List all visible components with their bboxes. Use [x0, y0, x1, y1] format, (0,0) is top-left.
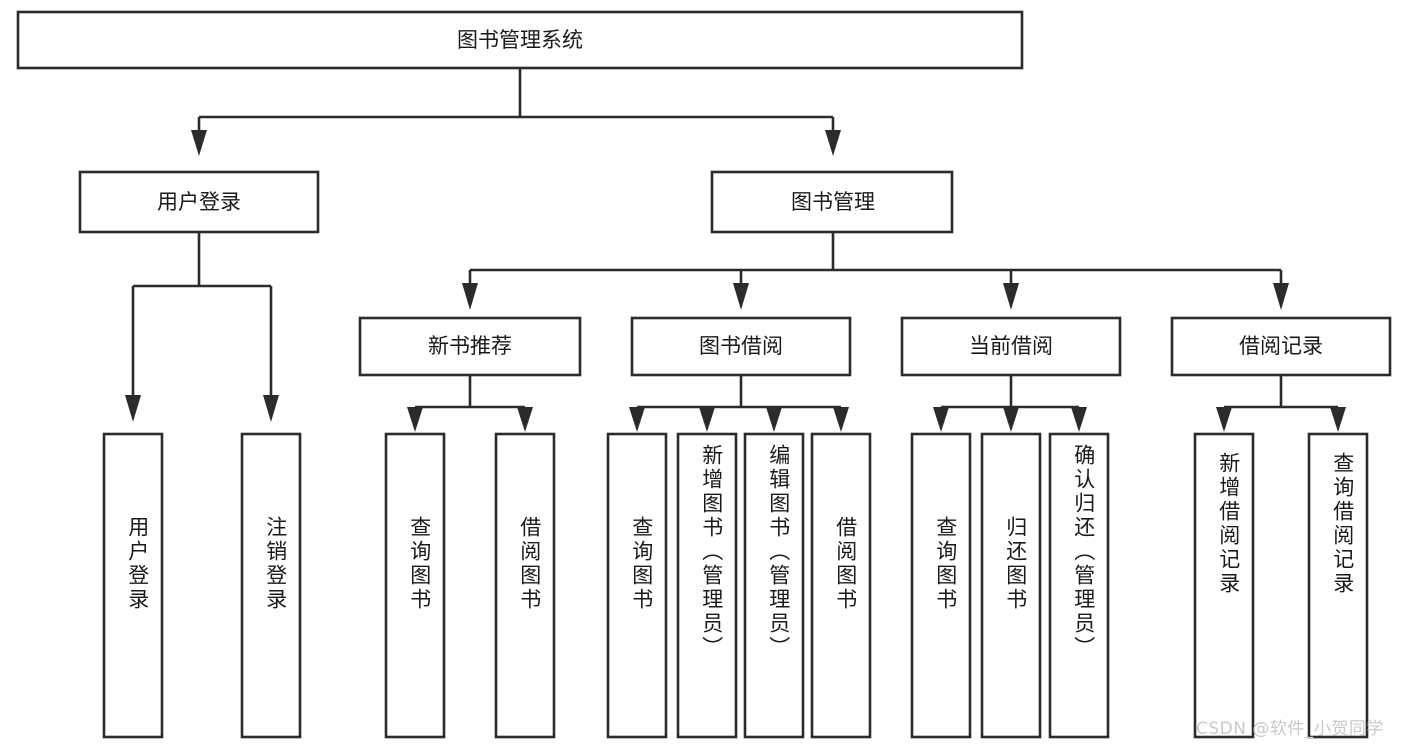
- node-box-leaf-add-record[interactable]: [1193, 432, 1255, 739]
- arrow-head-icon: [125, 395, 141, 422]
- node-label-current-borrow: 当前借阅: [969, 334, 1053, 358]
- node-box-current-borrow[interactable]: [900, 316, 1122, 377]
- arrow-head-icon: [1273, 283, 1289, 310]
- node-label-book-borrow: 图书借阅: [699, 334, 783, 358]
- arrow-head-icon: [407, 407, 423, 432]
- arrow-head-icon: [933, 407, 949, 432]
- arrow-head-icon: [1330, 407, 1346, 432]
- arrow-head-icon: [1003, 407, 1019, 432]
- node-box-new-book-recommend[interactable]: [358, 316, 582, 377]
- connectors-userlogin-to-leaves: [125, 232, 279, 422]
- node-box-leaf-query-record[interactable]: [1307, 432, 1369, 739]
- arrow-head-icon: [766, 407, 782, 432]
- connectors-borrowrecord-to-leaves: [1216, 375, 1346, 432]
- node-box-leaf-logout[interactable]: [240, 432, 302, 739]
- connectors-newbook-to-leaves: [407, 375, 533, 432]
- connectors-bookmgmt-to-level3: [462, 232, 1289, 310]
- node-box-book-borrow[interactable]: [630, 316, 852, 377]
- connectors-root-to-level2: [191, 68, 841, 156]
- arrow-head-icon: [462, 283, 478, 310]
- connectors-currentborrow-to-leaves: [933, 375, 1087, 432]
- csdn-watermark: CSDN @软件_小贺同学: [1196, 719, 1384, 739]
- arrow-head-icon: [833, 407, 849, 432]
- arrow-head-icon: [1216, 407, 1232, 432]
- node-box-leaf-user-login[interactable]: [102, 432, 164, 739]
- arrow-head-icon: [825, 130, 841, 156]
- arrow-head-icon: [1071, 407, 1087, 432]
- node-box-leaf-borrow-book-2[interactable]: [810, 432, 872, 739]
- arrow-head-icon: [733, 283, 749, 310]
- node-box-leaf-query-book-3[interactable]: [910, 432, 972, 739]
- arrow-head-icon: [191, 130, 207, 156]
- node-box-user-login[interactable]: [78, 170, 320, 234]
- node-label-new-book-recommend: 新书推荐: [428, 334, 512, 358]
- node-box-leaf-borrow-book-1[interactable]: [494, 432, 556, 739]
- node-label-book-management: 图书管理: [791, 190, 875, 214]
- node-box-borrow-record[interactable]: [1170, 316, 1392, 377]
- arrow-head-icon: [699, 407, 715, 432]
- arrow-head-icon: [1003, 283, 1019, 310]
- arrow-head-icon: [517, 407, 533, 432]
- node-box-book-management[interactable]: [710, 170, 954, 234]
- node-label-user-login: 用户登录: [157, 190, 241, 214]
- node-box-leaf-query-book-2[interactable]: [606, 432, 668, 739]
- node-box-leaf-query-book-1[interactable]: [384, 432, 446, 739]
- connectors-bookborrow-to-leaves: [629, 375, 849, 432]
- arrow-head-icon: [629, 407, 645, 432]
- node-box-leaf-confirm-return[interactable]: [1048, 432, 1110, 739]
- node-label-borrow-record: 借阅记录: [1239, 334, 1323, 358]
- node-box-root[interactable]: [16, 10, 1024, 70]
- node-box-leaf-return-book[interactable]: [980, 432, 1042, 739]
- node-label-root: 图书管理系统: [457, 28, 583, 52]
- node-box-leaf-edit-book[interactable]: [743, 432, 805, 739]
- arrow-head-icon: [263, 395, 279, 422]
- node-box-leaf-add-book[interactable]: [676, 432, 738, 739]
